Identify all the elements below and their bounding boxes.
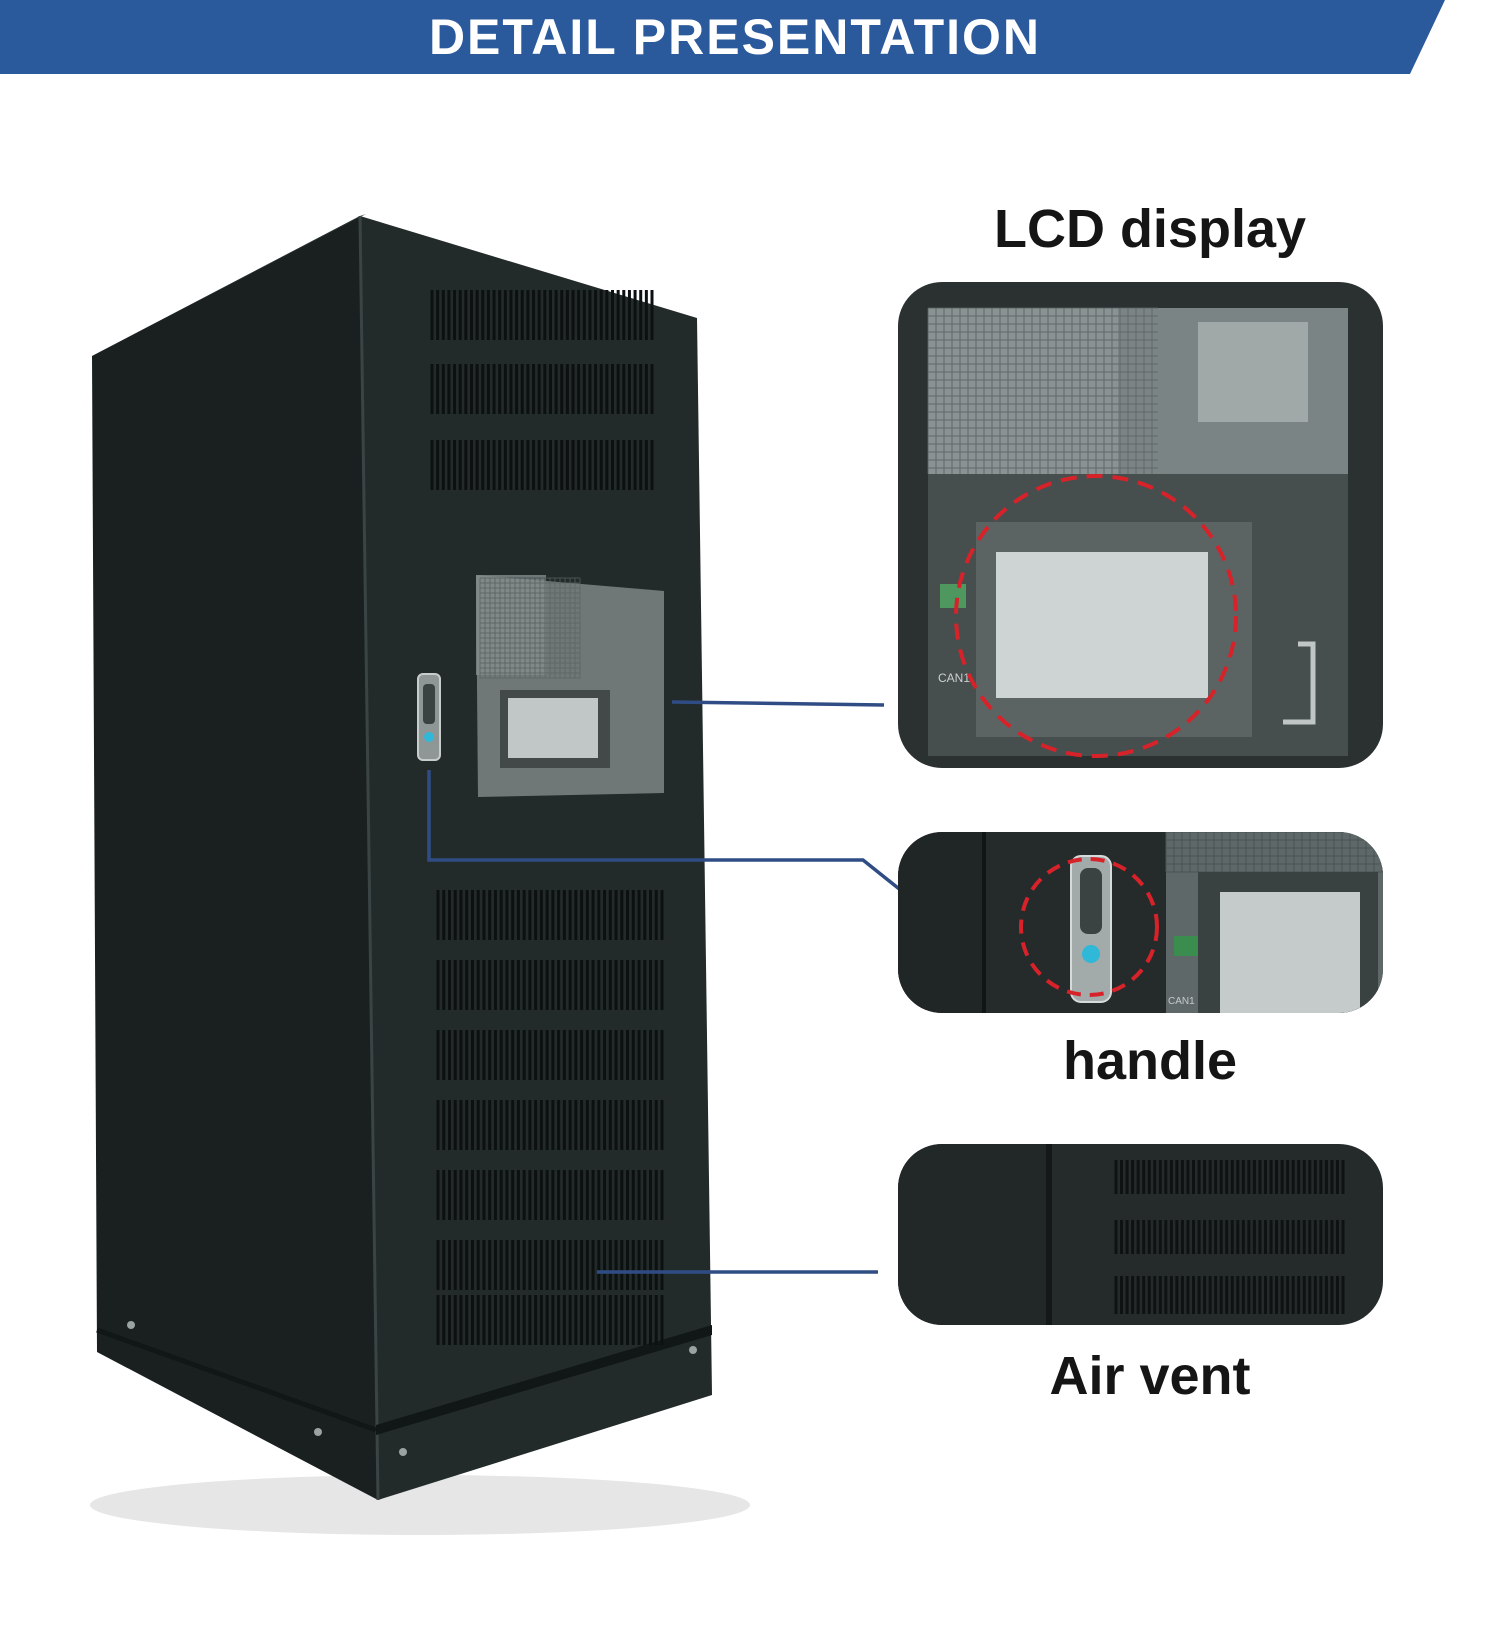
- lcd-screen-partial: [1220, 892, 1360, 1013]
- screw-icon: [314, 1428, 322, 1436]
- highlight-circle: [1019, 857, 1159, 997]
- lcd-detail-image: CAN1: [898, 282, 1383, 768]
- terminal-block-icon: [940, 584, 966, 608]
- cabinet-side-panel: [92, 216, 378, 1500]
- lcd-callout-line: [671, 700, 885, 707]
- handle-detail-image: CAN1: [898, 832, 1383, 1013]
- cabinet-window: [476, 575, 664, 797]
- air-vent-detail-image: [898, 1144, 1383, 1325]
- upper-vent-grille: [430, 290, 654, 490]
- air-vent-label: Air vent: [1049, 1346, 1251, 1406]
- handle-button-icon: [1082, 945, 1100, 963]
- floor-shadow: [90, 1475, 750, 1535]
- screw-icon: [689, 1346, 697, 1354]
- cabinet-top-edge: [92, 214, 366, 356]
- vent-slots-closeup: [1114, 1160, 1345, 1314]
- can-label: CAN1: [1168, 996, 1195, 1007]
- lcd-screen-small: [508, 698, 598, 758]
- highlight-circle: [954, 474, 1238, 758]
- ups-cabinet-illustration: [90, 214, 750, 1535]
- handle-button-icon: [424, 732, 434, 742]
- handle-label: handle: [1062, 1031, 1238, 1091]
- header-banner: DETAIL PRESENTATION: [0, 0, 1500, 74]
- handle-callout-line: [427, 770, 905, 894]
- screw-icon: [399, 1448, 407, 1456]
- side-plinth-line: [96, 1327, 377, 1433]
- cabinet-corner-edge: [358, 215, 380, 1501]
- terminal-block-icon: [1174, 936, 1198, 956]
- cabinet-plinth-line: [376, 1325, 712, 1435]
- banner-shape: [0, 0, 1445, 74]
- window-mesh: [479, 577, 581, 679]
- can-label: CAN1: [938, 671, 970, 685]
- detail-mesh: [927, 307, 1158, 474]
- lower-vent-grille: [436, 890, 664, 1345]
- lcd-screen-large: [996, 552, 1208, 698]
- screw-icon: [127, 1321, 135, 1329]
- lcd-display-label: LCD display: [993, 199, 1307, 259]
- page-title: DETAIL PRESENTATION: [428, 9, 1042, 65]
- door-handle: [417, 673, 441, 761]
